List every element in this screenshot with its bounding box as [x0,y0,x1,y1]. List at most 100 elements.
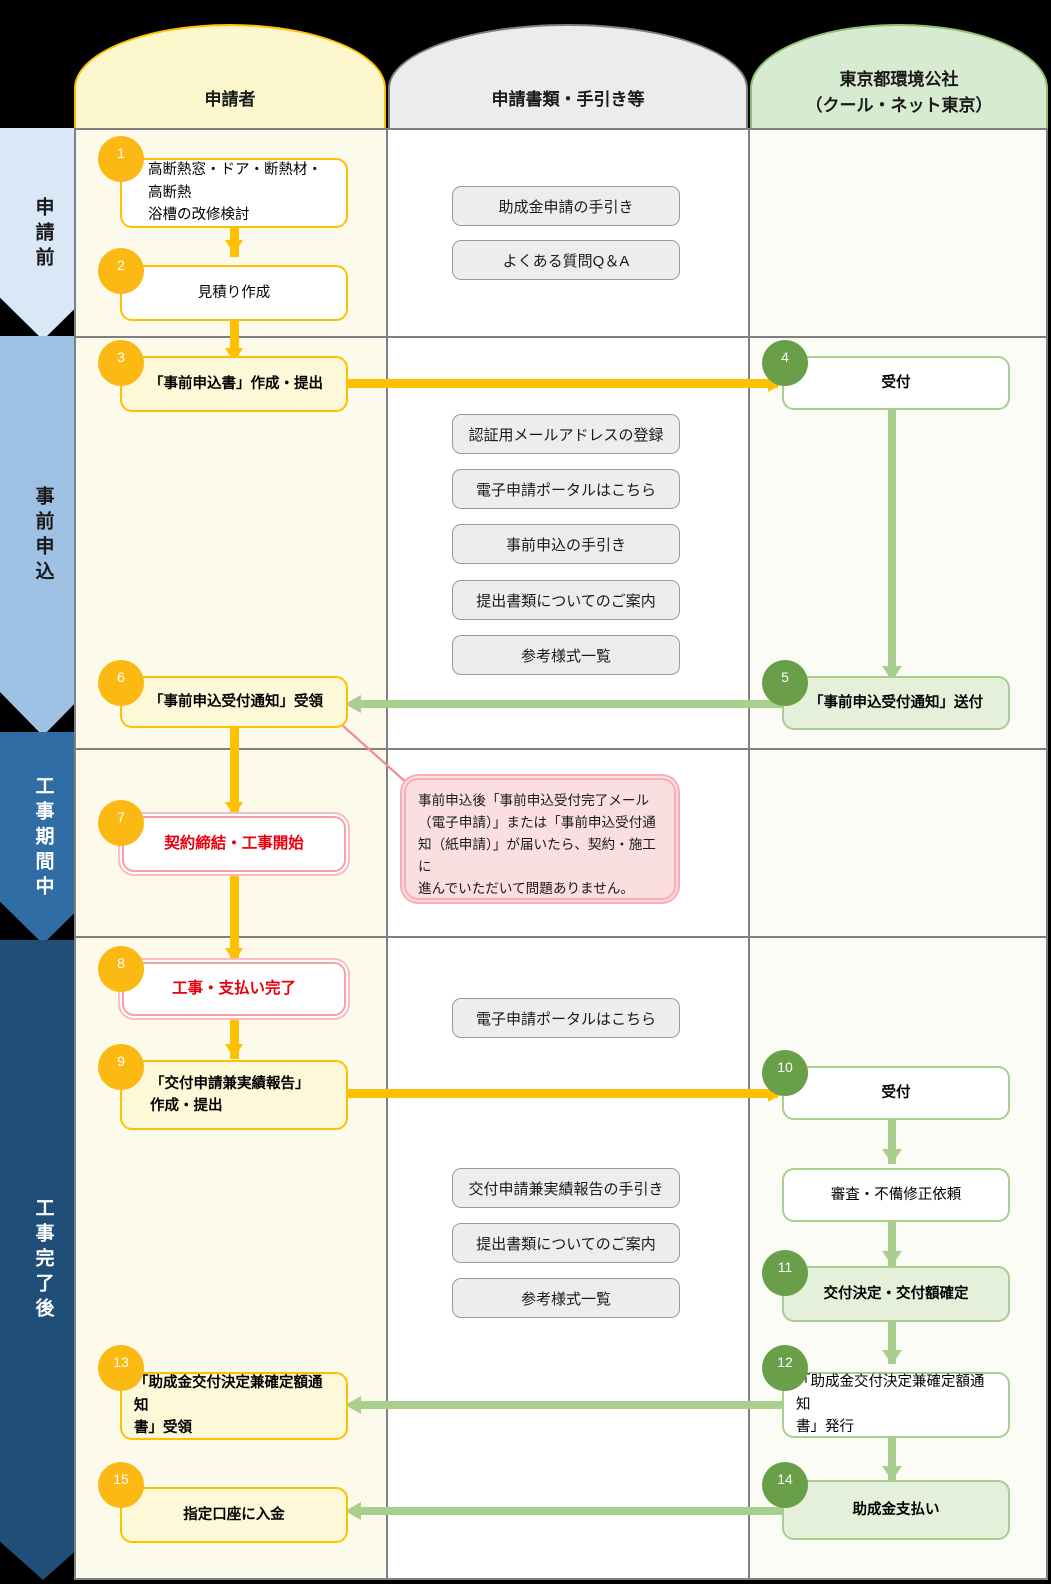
row-divider-bottom [74,1578,1048,1580]
row-divider-top [74,128,1048,130]
column-header-documents-title: 申請書類・手引き等 [491,89,645,109]
doc-button-email-register-label: 認証用メールアドレスの登録 [468,426,664,444]
column-divider-right [1046,128,1048,1580]
step-box-9-line2: 作成・提出 [150,1098,223,1114]
doc-button-forms-1[interactable]: 参考様式一覧 [452,635,680,675]
step-badge-10-num: 10 [777,1059,793,1075]
step-box-13-line2: 書」受領 [134,1420,192,1437]
column-header-agency: 東京都環境公社 （クール・ネット東京） [750,24,1048,128]
step-box-14[interactable]: 助成金支払い [782,1480,1010,1540]
doc-button-forms-1-label: 参考様式一覧 [520,647,611,665]
column-header-documents: 申請書類・手引き等 [388,24,748,128]
connector-5-to-6 [360,700,784,708]
step-badge-2: 2 [98,248,144,294]
doc-button-preapp-guide-label: 事前申込の手引き [505,536,626,554]
connector-8-to-9 [230,1015,239,1059]
row-divider-2 [74,748,1048,750]
step-box-11[interactable]: 交付決定・交付額確定 [782,1266,1010,1322]
step-badge-9-num: 9 [117,1053,125,1069]
doc-button-submit-info-2[interactable]: 提出書類についてのご案内 [452,1223,680,1263]
doc-button-guide[interactable]: 助成金申請の手引き [452,186,680,226]
connector-8-to-9-arrowhead [225,1044,243,1058]
step-box-9-line1: 「交付申請兼実績報告」 [150,1075,310,1092]
doc-button-portal-2[interactable]: 電子申請ポータルはこちら [452,998,680,1038]
step-box-10[interactable]: 受付 [782,1066,1010,1120]
doc-button-submit-info-1[interactable]: 提出書類についてのご案内 [452,580,680,620]
step-badge-12-num: 12 [777,1354,793,1370]
connector-14-to-15-arrowhead [345,1502,361,1520]
step-box-2-line1: 見積り作成 [197,284,271,301]
step-box-review-line1: 審査・不備修正依頼 [830,1186,962,1203]
step-badge-3-num: 3 [117,349,125,365]
step-badge-7-num: 7 [117,809,125,825]
step-badge-3: 3 [98,340,144,386]
doc-button-email-register[interactable]: 認証用メールアドレスの登録 [452,414,680,454]
doc-button-portal-2-label: 電子申請ポータルはこちら [475,1010,656,1028]
row-divider-1 [74,336,1048,338]
step-box-4[interactable]: 受付 [782,356,1010,410]
step-box-8[interactable]: 工事・支払い完了 [122,962,346,1016]
connector-4-to-5 [888,410,896,682]
step-badge-6: 6 [98,660,144,706]
step-badge-2-num: 2 [117,257,125,273]
doc-button-preapp-guide[interactable]: 事前申込の手引き [452,524,680,564]
connector-10-to-review-arrowhead [882,1149,902,1164]
column-header-agency-title: 東京都環境公社 [839,70,959,89]
step-box-11-line1: 交付決定・交付額確定 [823,1285,969,1302]
column-header-applicant-title: 申請者 [204,89,256,109]
step-box-1-line1: 高断熱窓・ドア・断熱材・高断熱 [148,162,322,201]
step-badge-14-num: 14 [777,1471,793,1487]
doc-button-guide-label: 助成金申請の手引き [498,198,634,216]
doc-button-report-guide-label: 交付申請兼実績報告の手引き [468,1180,664,1198]
step-box-12[interactable]: 「助成金交付決定兼確定額通知 書」発行 [782,1372,1010,1438]
note-line-1: 事前申込後「事前申込受付完了メール [418,793,650,808]
step-badge-15-num: 15 [113,1471,129,1487]
doc-button-report-guide[interactable]: 交付申請兼実績報告の手引き [452,1168,680,1208]
row-divider-3 [74,936,1048,938]
step-badge-6-num: 6 [117,669,125,685]
step-badge-14: 14 [762,1462,808,1508]
connector-12-to-13-arrowhead [345,1396,361,1414]
step-box-5[interactable]: 「事前申込受付通知」送付 [782,676,1010,730]
phase-label-4: 工事完了後 [32,1197,54,1323]
connector-12-to-14-arrowhead [882,1466,902,1481]
step-box-15[interactable]: 指定口座に入金 [120,1487,348,1543]
doc-button-faq-label: よくある質問Q＆A [502,252,630,270]
connector-9-to-10 [348,1089,778,1098]
doc-button-portal-1[interactable]: 電子申請ポータルはこちら [452,469,680,509]
phase-segment-4: 工事完了後 [0,940,86,1580]
connector-11-to-12 [888,1322,896,1364]
step-box-6[interactable]: 「事前申込受付通知」受領 [120,676,348,728]
step-badge-8-num: 8 [117,955,125,971]
connector-7-to-8 [230,872,239,962]
connector-14-to-15 [360,1507,784,1515]
doc-button-forms-2-label: 参考様式一覧 [520,1290,611,1308]
doc-button-portal-1-label: 電子申請ポータルはこちら [475,481,656,499]
step-badge-11-num: 11 [777,1259,793,1275]
step-box-review[interactable]: 審査・不備修正依頼 [782,1168,1010,1222]
step-box-3[interactable]: 「事前申込書」作成・提出 [120,356,348,412]
phase-segment-2: 事前申込 [0,336,86,736]
step-badge-12: 12 [762,1345,808,1391]
column-divider-2 [748,128,750,1580]
note-leader-line [331,715,409,785]
step-box-13[interactable]: 「助成金交付決定兼確定額通知 書」受領 [120,1372,348,1440]
column-header-applicant: 申請者 [74,24,386,128]
step-box-7[interactable]: 契約締結・工事開始 [122,816,346,872]
doc-button-faq[interactable]: よくある質問Q＆A [452,240,680,280]
step-box-10-line1: 受付 [881,1084,911,1101]
step-badge-15: 15 [98,1462,144,1508]
step-box-2[interactable]: 見積り作成 [120,265,348,321]
doc-button-forms-2[interactable]: 参考様式一覧 [452,1278,680,1318]
step-badge-8: 8 [98,946,144,992]
phase-label-2: 事前申込 [32,486,54,586]
phase-segment-1: 申請前 [0,128,86,340]
step-badge-5-num: 5 [781,669,789,685]
connector-review-to-11-arrowhead [882,1251,902,1266]
step-badge-7: 7 [98,800,144,846]
step-box-1[interactable]: 高断熱窓・ドア・断熱材・高断熱 浴槽の改修検討 [120,158,348,228]
column-header-agency-subtitle: （クール・ネット東京） [805,95,993,115]
step-box-9[interactable]: 「交付申請兼実績報告」 作成・提出 [120,1060,348,1130]
step-box-5-line1: 「事前申込受付通知」送付 [809,694,983,711]
